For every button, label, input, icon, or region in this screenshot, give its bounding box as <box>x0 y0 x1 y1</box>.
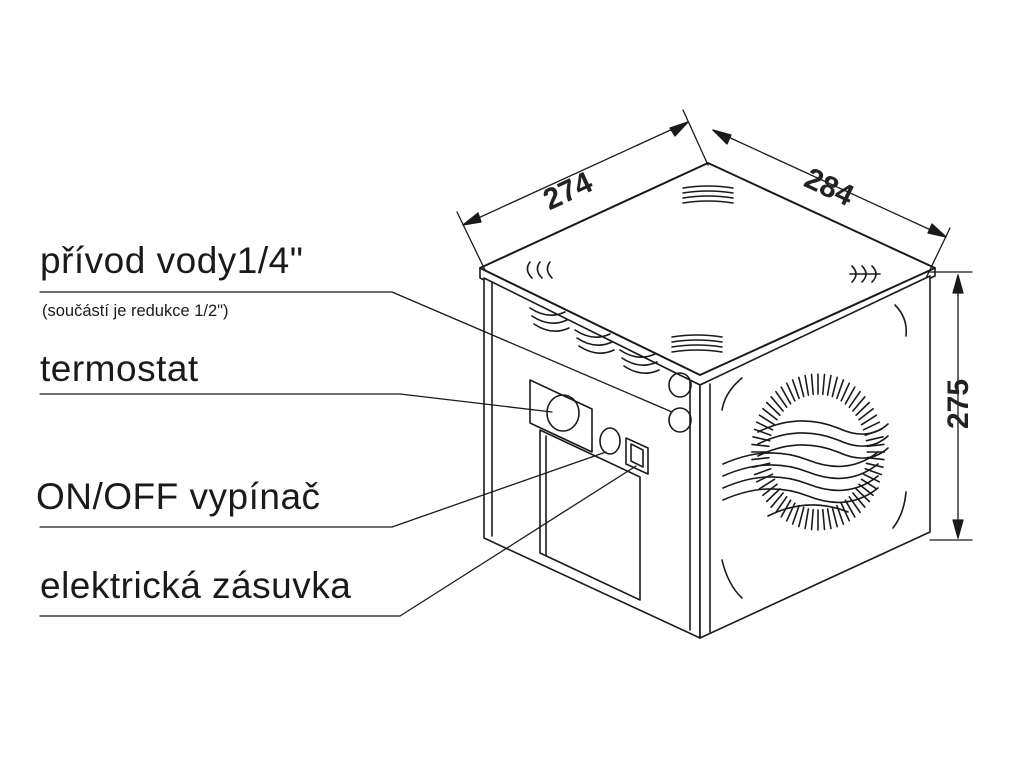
water-inlet-label: přívod vody1/4" <box>40 240 304 281</box>
access-door <box>539 429 641 601</box>
switch-label: ON/OFF vypínač <box>36 476 321 517</box>
fan-grille-slot <box>755 473 774 483</box>
dim-depth-line <box>712 129 947 238</box>
dimension-lines <box>456 109 973 541</box>
reducer-note-label: (součástí je redukce 1/2") <box>42 302 229 320</box>
corner-bracket-tr <box>894 304 908 337</box>
fan-grille-slot <box>848 390 861 409</box>
fan-grille-slot <box>836 379 845 400</box>
corner-bracket-br <box>892 491 907 529</box>
fan-grille-slot <box>758 414 776 426</box>
leader-thermostat <box>39 393 553 413</box>
socket-inner <box>630 443 644 468</box>
fan-grille-slot <box>860 414 878 426</box>
switch-knob <box>599 427 621 455</box>
fan-grille-slot <box>858 407 874 421</box>
fan-grille-slot <box>852 395 866 412</box>
fan-grille-slot <box>791 504 800 525</box>
leader-socket <box>39 465 637 617</box>
fan-grille-slot <box>826 508 832 530</box>
fan-grille-slot <box>855 401 871 417</box>
leader-lines <box>39 291 673 617</box>
water-fitting-upper <box>668 372 692 398</box>
water-fitting-lower <box>668 407 692 433</box>
dim-width-tick-left <box>456 211 486 271</box>
fan-grille-slot <box>831 376 839 398</box>
dim-width-text: 274 <box>538 166 598 217</box>
fan-grille-slot <box>810 508 814 531</box>
fan-grille-slot <box>862 473 881 483</box>
fan-grille-slot <box>751 456 770 461</box>
front-waves <box>529 307 660 374</box>
top-vent-left <box>526 261 553 279</box>
fan-grille-slot <box>855 487 871 503</box>
socket-frame <box>625 437 649 475</box>
leader-water-inlet <box>39 291 673 413</box>
top-vent-back <box>682 185 734 204</box>
fan-grille-slot <box>780 386 792 405</box>
dim-width-line <box>462 121 689 226</box>
thermostat-knob <box>546 394 580 432</box>
fan-grille-slot <box>785 382 796 402</box>
fan-grille-slot <box>775 495 788 514</box>
top-vent-right <box>849 265 881 283</box>
socket-label: elektrická zásuvka <box>40 565 352 606</box>
fan-grille-slot <box>864 467 883 476</box>
fan-grille-slot <box>765 401 781 417</box>
fan-grille-slot <box>865 436 884 442</box>
fan-grille-slot <box>822 373 826 396</box>
thermostat-panel <box>529 379 593 453</box>
corner-bracket-bl <box>721 559 743 599</box>
fan-grille-slot <box>770 492 784 509</box>
fan-grille-slot <box>804 374 810 396</box>
fan-grille-slot <box>797 506 805 528</box>
fan-grille-slot <box>762 483 778 497</box>
fan-grille-slot <box>762 407 778 421</box>
fan-grille-slot <box>770 395 784 412</box>
fan-grille-slot <box>844 499 856 518</box>
fan-grille-slot <box>840 382 851 402</box>
dim-depth-arrow-left <box>712 129 732 145</box>
dim-width-arrow-right <box>669 121 689 137</box>
fan-grille-slot <box>753 467 772 476</box>
fan-grille-slot <box>753 428 772 437</box>
dim-width-arrow-left <box>462 212 482 226</box>
fan-grille-slot <box>775 390 788 409</box>
fan-grille-slot <box>862 421 881 431</box>
thermostat-label: termostat <box>40 348 199 389</box>
fan-grille-slot <box>860 478 878 490</box>
fan-grille-slot <box>791 379 800 400</box>
fan-grille-slot <box>758 478 776 490</box>
fan-grille <box>722 373 889 531</box>
fan-grille-slot <box>797 376 805 398</box>
dim-height-text: 275 <box>942 379 975 429</box>
fan-grille-slot <box>810 373 814 396</box>
fan-grille-slot <box>852 492 866 509</box>
fan-grille-slot <box>848 495 861 514</box>
dim-height-arrow-bottom <box>952 519 964 539</box>
top-vent-front <box>671 334 723 353</box>
fan-grille-slot <box>831 506 839 528</box>
fan-grille-slot <box>751 443 770 448</box>
fan-grille-slot <box>844 386 856 405</box>
right-face <box>699 275 931 639</box>
corner-bracket-tl <box>721 377 743 411</box>
leader-switch <box>39 451 607 528</box>
fan-grille-slot <box>755 421 774 431</box>
fan-grille-slot <box>840 502 851 522</box>
fan-grille-slot <box>865 462 884 468</box>
dim-width-tick-right <box>682 109 709 166</box>
fan-grille-slot <box>765 487 781 503</box>
fan-grille-slot <box>826 374 832 396</box>
dim-depth-arrow-right <box>927 223 947 238</box>
fan-grille-slot <box>822 508 826 531</box>
dim-height-arrow-top <box>952 274 964 294</box>
fan-grille-slot <box>804 508 810 530</box>
dim-depth-text: 284 <box>799 162 859 213</box>
